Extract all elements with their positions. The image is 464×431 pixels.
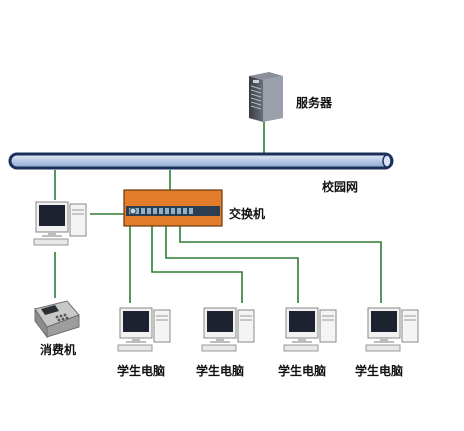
student-pc-label-2: 学生电脑 — [196, 364, 245, 378]
desktop-pc-icon — [33, 201, 87, 246]
student-pc-icon-2 — [201, 307, 255, 352]
link-switch-student-pc-4 — [179, 225, 382, 303]
backbone-pipe — [8, 152, 394, 170]
pos-terminal-icon — [34, 300, 80, 339]
switch-icon — [123, 189, 223, 227]
student-pc-icon-4 — [365, 307, 419, 352]
link-switch-student-pc-2 — [151, 225, 243, 303]
server-label: 服务器 — [296, 96, 333, 110]
student-pc-label-1: 学生电脑 — [117, 364, 166, 378]
consumer-machine-label: 消费机 — [40, 343, 77, 357]
student-pc-icon-3 — [283, 307, 337, 352]
student-pc-icon-1 — [117, 307, 171, 352]
student-pc-label-4: 学生电脑 — [355, 364, 404, 378]
student-pc-label-3: 学生电脑 — [278, 364, 327, 378]
link-switch-student-pc-3 — [165, 225, 299, 303]
server-icon — [249, 72, 283, 122]
switch-label: 交换机 — [229, 207, 266, 221]
backbone-label: 校园网 — [322, 180, 359, 194]
